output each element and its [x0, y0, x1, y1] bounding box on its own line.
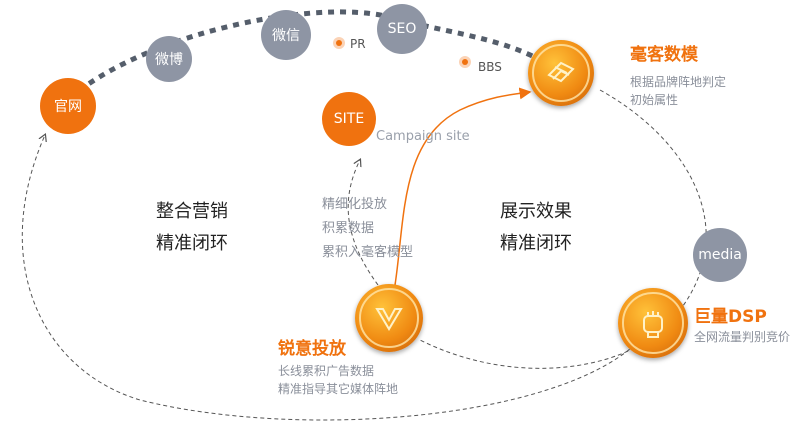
ruiyi-desc-2: 精准指导其它媒体阵地 — [278, 382, 399, 396]
center-list-1: 精细化投放 — [322, 197, 388, 212]
node-guanwang: 官网 — [40, 78, 96, 134]
center-list-2: 积累数据 — [322, 221, 375, 236]
node-site: SITE — [322, 92, 376, 146]
haoke-desc-2: 初始属性 — [630, 93, 679, 107]
chevron-shield-icon — [375, 308, 403, 331]
bbs-label: BBS — [478, 60, 502, 74]
fist-icon — [642, 310, 663, 338]
right-block-line1: 展示效果 — [500, 201, 572, 222]
orange-flow-arrow — [394, 87, 532, 286]
haoke-badge — [528, 40, 594, 106]
ruiyi-desc-1: 长线累积广告数据 — [278, 364, 375, 378]
juliang-title: 巨量DSP — [694, 307, 767, 327]
left-block-line1: 整合营销 — [156, 201, 228, 222]
campaign-site-label: Campaign site — [376, 129, 470, 144]
stacked-grid-icon — [547, 61, 575, 83]
node-seo: SEO — [377, 4, 427, 54]
ruiyi-badge — [355, 284, 423, 352]
juliang-desc: 全网流量判别竞价 — [694, 330, 791, 344]
center-list-3: 累积入毫客模型 — [322, 245, 414, 260]
bbs-dot — [459, 56, 471, 68]
ruiyi-title: 锐意投放 — [278, 339, 346, 359]
ruiyi-to-site-dashed — [347, 160, 379, 286]
top-dotted-arc — [68, 9, 562, 100]
node-weibo: 微博 — [146, 36, 192, 82]
node-media: media — [693, 228, 747, 282]
pr-label: PR — [350, 37, 366, 51]
left-block-line2: 精准闭环 — [156, 233, 228, 254]
right-block-line2: 精准闭环 — [500, 233, 572, 254]
haoke-desc-1: 根据品牌阵地判定 — [630, 75, 727, 89]
node-weixin: 微信 — [261, 10, 311, 60]
juliang-badge — [618, 288, 688, 358]
pr-dot — [333, 37, 345, 49]
haoke-title: 毫客数模 — [630, 45, 698, 65]
